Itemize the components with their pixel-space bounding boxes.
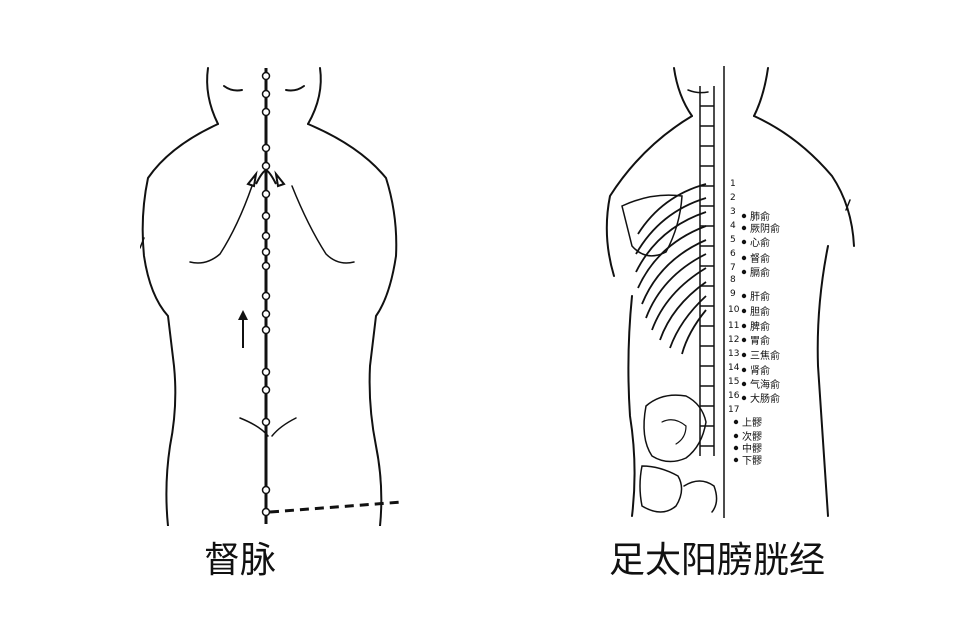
segment-number: 16 (728, 391, 740, 401)
segment-number: 15 (728, 377, 739, 387)
segment-number: 9 (730, 289, 736, 299)
segment-number: 8 (730, 275, 736, 285)
figure-caption-bladder-meridian: 足太阳膀胱经 (609, 540, 826, 581)
acupoint-label: 心俞 (750, 236, 770, 249)
acupoint-label: 厥阴俞 (750, 222, 780, 235)
acupoint-label: 气海俞 (750, 378, 780, 391)
segment-number: 12 (728, 335, 739, 345)
segment-number: 14 (728, 363, 740, 373)
acupoint-label: 肺俞 (750, 210, 770, 223)
acupoint-label: 督俞 (750, 252, 770, 265)
sacral-point-label: 上髎 (742, 417, 762, 429)
segment-number: 5 (730, 235, 736, 245)
sacral-point-label: 次髎 (742, 430, 762, 443)
segment-number: 4 (730, 221, 736, 231)
segment-number: 6 (730, 249, 736, 259)
back-skeleton-right: 1 2 3 4 5 6 7 8 9 10 11 12 13 14 15 16 1… (605, 66, 855, 518)
segment-number: 2 (730, 193, 736, 203)
acupoint-label: 三焦俞 (750, 349, 780, 362)
ribs (635, 183, 707, 355)
acupoint-label: 肝俞 (750, 290, 770, 303)
vertebral-column (699, 86, 715, 456)
back-outline-left (139, 67, 403, 527)
figure-caption-governor-vessel: 督脉 (204, 540, 277, 581)
acupoint-label: 胃俞 (750, 334, 770, 347)
segment-number: 17 (728, 405, 739, 415)
segment-number: 10 (728, 305, 740, 315)
segment-number: 1 (730, 179, 736, 189)
sacral-points: 上髎 次髎 中髎 下髎 (733, 417, 762, 467)
acupoint-label: 大肠俞 (750, 392, 780, 405)
sacral-point-label: 下髎 (742, 455, 762, 467)
acupoint-markers (261, 71, 271, 517)
sacral-point-label: 中髎 (742, 442, 762, 455)
governor-vessel-figure (139, 66, 405, 527)
segment-number: 11 (728, 321, 739, 331)
bladder-meridian-figure: 1 2 3 4 5 6 7 8 9 10 11 12 13 14 15 16 1… (602, 66, 862, 518)
acupoint-label: 胆俞 (750, 305, 770, 318)
acupoint-label: 肾俞 (750, 364, 770, 377)
segment-number: 7 (730, 263, 736, 273)
acupoint-list: 肺俞 厥阴俞 心俞 督俞 膈俞 肝俞 胆俞 脾俞 胃俞 三焦俞 肾俞 气海俞 大… (741, 210, 780, 405)
segment-number: 13 (728, 349, 739, 359)
acupoint-label: 脾俞 (750, 320, 770, 333)
acupoint-label: 膈俞 (750, 266, 770, 279)
segment-numbers: 1 2 3 4 5 6 7 8 9 10 11 12 13 14 15 16 1… (728, 179, 740, 415)
segment-number: 3 (730, 207, 736, 217)
